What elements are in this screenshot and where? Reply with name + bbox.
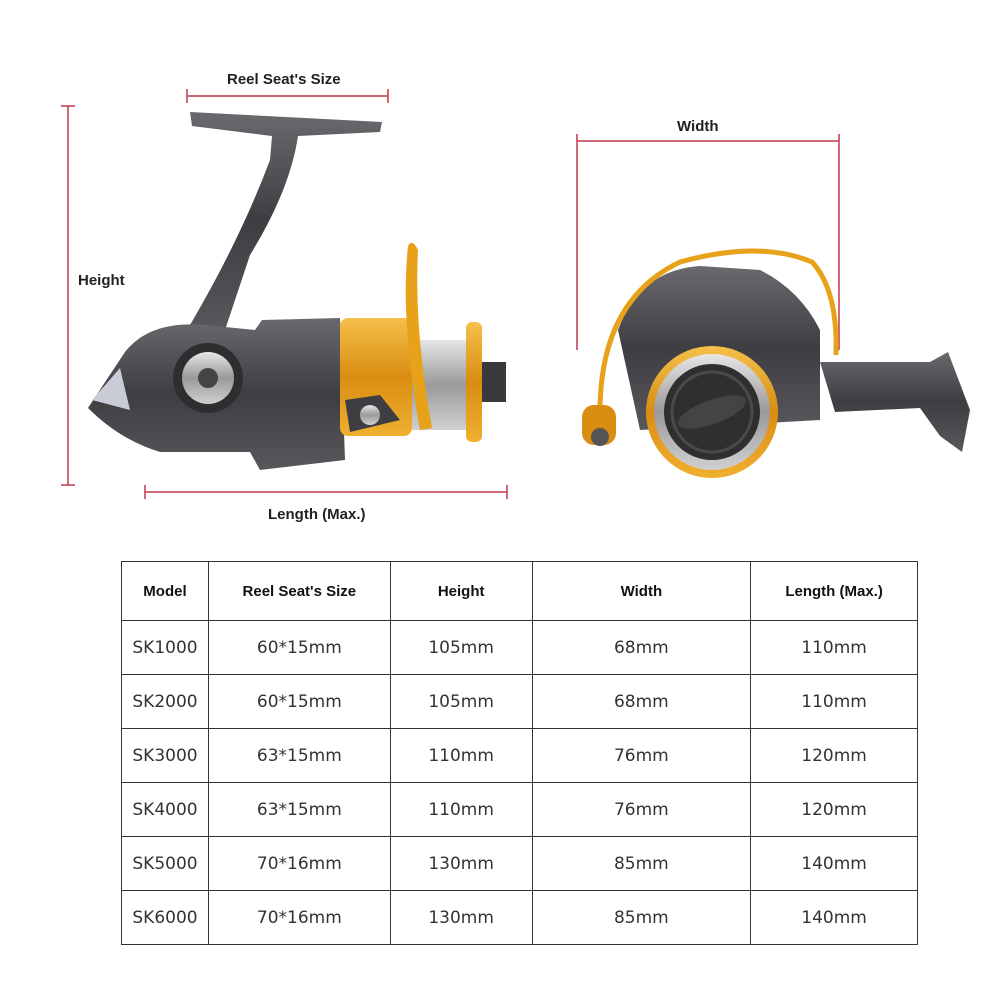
height-cell: 130mm: [389, 836, 533, 891]
width-cell: 76mm: [531, 728, 752, 783]
table-row: SK1000 60*15mm 105mm 68mm 110mm: [121, 620, 918, 675]
table-row: SK4000 63*15mm 110mm 76mm 120mm: [121, 782, 918, 837]
reel-seat-cell: 63*15mm: [207, 782, 391, 837]
height-dimension-line: [61, 105, 75, 486]
length-cell: 110mm: [750, 674, 918, 729]
height-label: Height: [78, 272, 125, 289]
length-cell: 120mm: [750, 782, 918, 837]
length-cell: 120mm: [750, 728, 918, 783]
length-cell: 140mm: [750, 890, 918, 945]
reel-seat-cell: 60*15mm: [207, 620, 391, 675]
height-cell: 105mm: [389, 674, 533, 729]
header-width: Width: [531, 561, 752, 621]
width-dimension-line: [576, 134, 840, 350]
reel-dimension-diagram: [61, 89, 970, 499]
length-dimension-line: [144, 485, 508, 499]
width-label: Width: [677, 118, 719, 135]
height-cell: 105mm: [389, 620, 533, 675]
table-row: SK3000 63*15mm 110mm 76mm 120mm: [121, 728, 918, 783]
table-row: SK6000 70*16mm 130mm 85mm 140mm: [121, 890, 918, 945]
header-reel-seat-size: Reel Seat's Size: [207, 561, 391, 621]
reel-front-view: [582, 248, 970, 478]
reel-seat-dimension-line: [186, 89, 389, 103]
reel-seat-cell: 63*15mm: [207, 728, 391, 783]
width-cell: 68mm: [531, 674, 752, 729]
model-cell: SK5000: [121, 836, 209, 891]
width-cell: 76mm: [531, 782, 752, 837]
reel-seat-cell: 70*16mm: [207, 890, 391, 945]
model-cell: SK6000: [121, 890, 209, 945]
header-length: Length (Max.): [750, 561, 918, 621]
height-cell: 130mm: [389, 890, 533, 945]
length-cell: 140mm: [750, 836, 918, 891]
model-cell: SK3000: [121, 728, 209, 783]
model-cell: SK1000: [121, 620, 209, 675]
reel-side-view: [88, 112, 506, 470]
width-cell: 85mm: [531, 836, 752, 891]
length-label: Length (Max.): [268, 506, 366, 523]
reel-seat-size-label: Reel Seat's Size: [227, 71, 341, 88]
table-row: SK2000 60*15mm 105mm 68mm 110mm: [121, 674, 918, 729]
model-cell: SK4000: [121, 782, 209, 837]
spec-table-header-row: Model Reel Seat's Size Height Width Leng…: [121, 561, 918, 621]
model-cell: SK2000: [121, 674, 209, 729]
header-model: Model: [121, 561, 209, 621]
reel-seat-cell: 60*15mm: [207, 674, 391, 729]
table-row: SK5000 70*16mm 130mm 85mm 140mm: [121, 836, 918, 891]
length-cell: 110mm: [750, 620, 918, 675]
width-cell: 68mm: [531, 620, 752, 675]
height-cell: 110mm: [389, 782, 533, 837]
spec-table: Model Reel Seat's Size Height Width Leng…: [121, 561, 918, 945]
width-cell: 85mm: [531, 890, 752, 945]
height-cell: 110mm: [389, 728, 533, 783]
reel-seat-cell: 70*16mm: [207, 836, 391, 891]
header-height: Height: [389, 561, 533, 621]
